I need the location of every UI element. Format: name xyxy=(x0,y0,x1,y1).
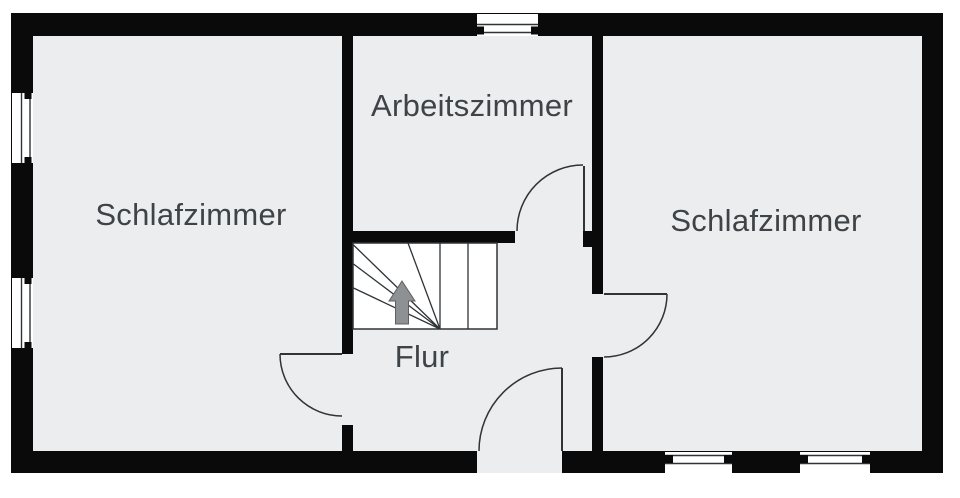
entry-door xyxy=(478,367,563,452)
entry-door-opening xyxy=(477,451,562,473)
staircase xyxy=(352,242,498,330)
exterior-wall-right xyxy=(922,13,943,473)
room-label-flur: Flur xyxy=(395,339,450,374)
windows xyxy=(12,14,870,473)
window-bottom-1 xyxy=(665,452,732,473)
wall-arbeitszimmer-stub xyxy=(583,231,592,247)
window-bottom-2 xyxy=(800,452,870,473)
room-label-schlafzimmer-right: Schlafzimmer xyxy=(670,203,861,238)
wall-left-room-lower xyxy=(342,425,353,451)
exterior-wall-left xyxy=(11,13,33,473)
stairs-up-arrow-icon xyxy=(388,280,416,325)
interior-walls xyxy=(342,36,603,451)
door-schlafzimmer-left xyxy=(279,353,343,417)
window-left-2 xyxy=(12,278,33,348)
wall-left-room-upper xyxy=(342,36,353,354)
wall-arbeitszimmer-bottom xyxy=(353,231,515,243)
stair-winder-treads xyxy=(353,242,441,330)
stair-outline xyxy=(352,242,498,330)
doors xyxy=(279,164,668,452)
window-left-1 xyxy=(12,93,33,163)
stair-straight-treads xyxy=(439,243,469,329)
wall-right-room-lower xyxy=(592,357,603,451)
door-arbeitszimmer xyxy=(516,164,585,232)
room-label-schlafzimmer-left: Schlafzimmer xyxy=(95,197,286,232)
door-schlafzimmer-right xyxy=(603,293,668,358)
window-top xyxy=(477,14,538,36)
wall-right-room-upper xyxy=(592,36,603,294)
room-label-arbeitszimmer: Arbeitszimmer xyxy=(371,88,573,123)
